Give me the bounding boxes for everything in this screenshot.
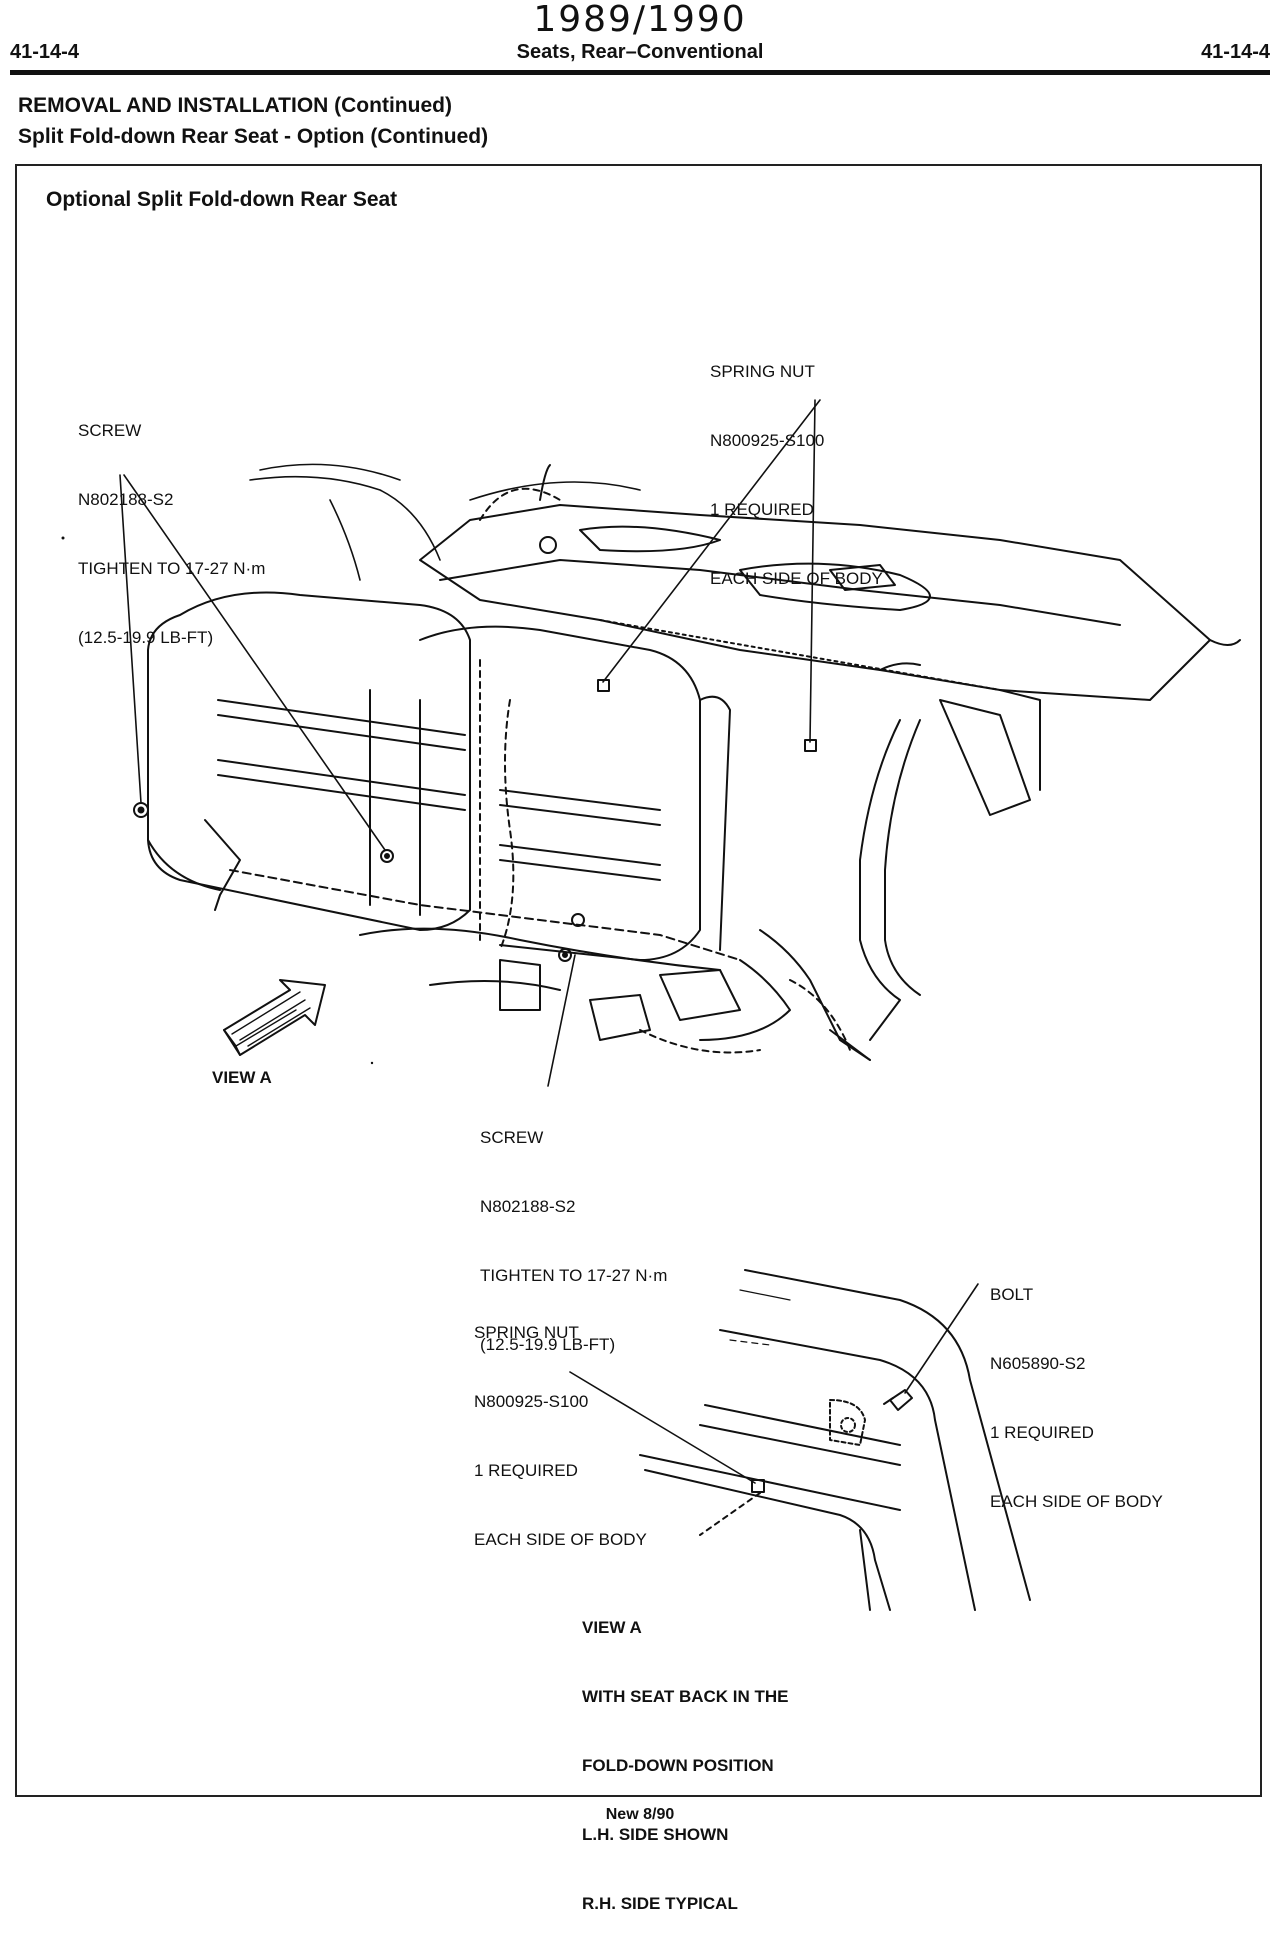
callout-bolt-detail-line3: 1 REQUIRED bbox=[990, 1423, 1094, 1442]
callout-screw-upper-line3: TIGHTEN TO 17-27 N·m bbox=[78, 559, 266, 578]
callout-bolt-detail-line1: BOLT bbox=[990, 1285, 1034, 1304]
callout-bolt-detail: BOLT N605890-S2 1 REQUIRED EACH SIDE OF … bbox=[990, 1237, 1163, 1536]
detail-view-a bbox=[639, 1269, 1031, 1611]
callout-spring-nut-detail: SPRING NUT N800925-S100 1 REQUIRED EACH … bbox=[474, 1275, 647, 1574]
view-a-caption-line1: VIEW A bbox=[582, 1618, 642, 1637]
callout-spring-nut-upper-line2: N800925-S100 bbox=[710, 431, 825, 450]
view-a-caption-line3: FOLD-DOWN POSITION bbox=[582, 1756, 774, 1775]
package-tray bbox=[419, 464, 1241, 816]
callout-spring-nut-detail-line4: EACH SIDE OF BODY bbox=[474, 1530, 647, 1549]
header-rule bbox=[10, 70, 1270, 75]
seat-cushion bbox=[229, 869, 791, 1054]
page-footer-note: New 8/90 bbox=[605, 1806, 675, 1823]
scan-specks bbox=[61, 536, 374, 1065]
quarter-panel bbox=[759, 719, 921, 1061]
page-number-right: 41-14-4 bbox=[1201, 41, 1270, 63]
figure-title: Optional Split Fold-down Rear Seat bbox=[46, 188, 398, 211]
body-contour bbox=[249, 463, 641, 581]
page-number-left: 41-14-4 bbox=[10, 41, 79, 63]
seat-back bbox=[147, 591, 471, 931]
detail-leader-lines bbox=[569, 1283, 979, 1484]
callout-bolt-detail-line4: EACH SIDE OF BODY bbox=[990, 1492, 1163, 1511]
callout-screw-upper: SCREW N802188-S2 TIGHTEN TO 17-27 N·m (1… bbox=[78, 373, 265, 672]
callout-screw-lower-line3: TIGHTEN TO 17-27 N·m bbox=[480, 1266, 668, 1285]
document-year: 1989/1990 bbox=[533, 0, 747, 40]
fasteners bbox=[133, 679, 817, 962]
section-heading: REMOVAL AND INSTALLATION (Continued) bbox=[18, 94, 452, 117]
callout-spring-nut-detail-line3: 1 REQUIRED bbox=[474, 1461, 578, 1480]
callout-screw-upper-line4: (12.5-19.9 LB-FT) bbox=[78, 628, 214, 647]
section-subheading: Split Fold-down Rear Seat - Option (Cont… bbox=[18, 125, 489, 148]
section-title: Seats, Rear–Conventional bbox=[516, 41, 764, 63]
callout-spring-nut-upper-line4: EACH SIDE OF BODY bbox=[710, 569, 883, 588]
callout-screw-lower: SCREW N802188-S2 TIGHTEN TO 17-27 N·m (1… bbox=[480, 1080, 667, 1379]
callout-spring-nut-upper-line1: SPRING NUT bbox=[710, 362, 815, 381]
callout-spring-nut-detail-line1: SPRING NUT bbox=[474, 1323, 579, 1342]
callout-screw-lower-line4: (12.5-19.9 LB-FT) bbox=[480, 1335, 616, 1354]
callout-screw-upper-line1: SCREW bbox=[78, 421, 142, 440]
view-a-caption-line5: R.H. SIDE TYPICAL bbox=[582, 1894, 738, 1913]
seat-illustration bbox=[61, 399, 1241, 1611]
callout-screw-lower-line2: N802188-S2 bbox=[480, 1197, 576, 1216]
seat-section-right bbox=[419, 625, 731, 961]
callout-spring-nut-upper: SPRING NUT N800925-S100 1 REQUIRED EACH … bbox=[710, 314, 883, 613]
callout-screw-lower-line1: SCREW bbox=[480, 1128, 544, 1147]
view-a-arrow-label: VIEW A bbox=[212, 1068, 272, 1087]
view-a-arrow bbox=[223, 979, 326, 1056]
callout-bolt-detail-line2: N605890-S2 bbox=[990, 1354, 1086, 1373]
callout-spring-nut-upper-line3: 1 REQUIRED bbox=[710, 500, 814, 519]
leader-lines bbox=[119, 399, 821, 1087]
callout-spring-nut-detail-line2: N800925-S100 bbox=[474, 1392, 589, 1411]
view-a-caption-line2: WITH SEAT BACK IN THE bbox=[582, 1687, 789, 1706]
view-a-caption-line4: L.H. SIDE SHOWN bbox=[582, 1825, 729, 1844]
view-a-caption: VIEW A WITH SEAT BACK IN THE FOLD-DOWN P… bbox=[582, 1570, 789, 1938]
figure-frame bbox=[15, 164, 1262, 1797]
callout-screw-upper-line2: N802188-S2 bbox=[78, 490, 174, 509]
